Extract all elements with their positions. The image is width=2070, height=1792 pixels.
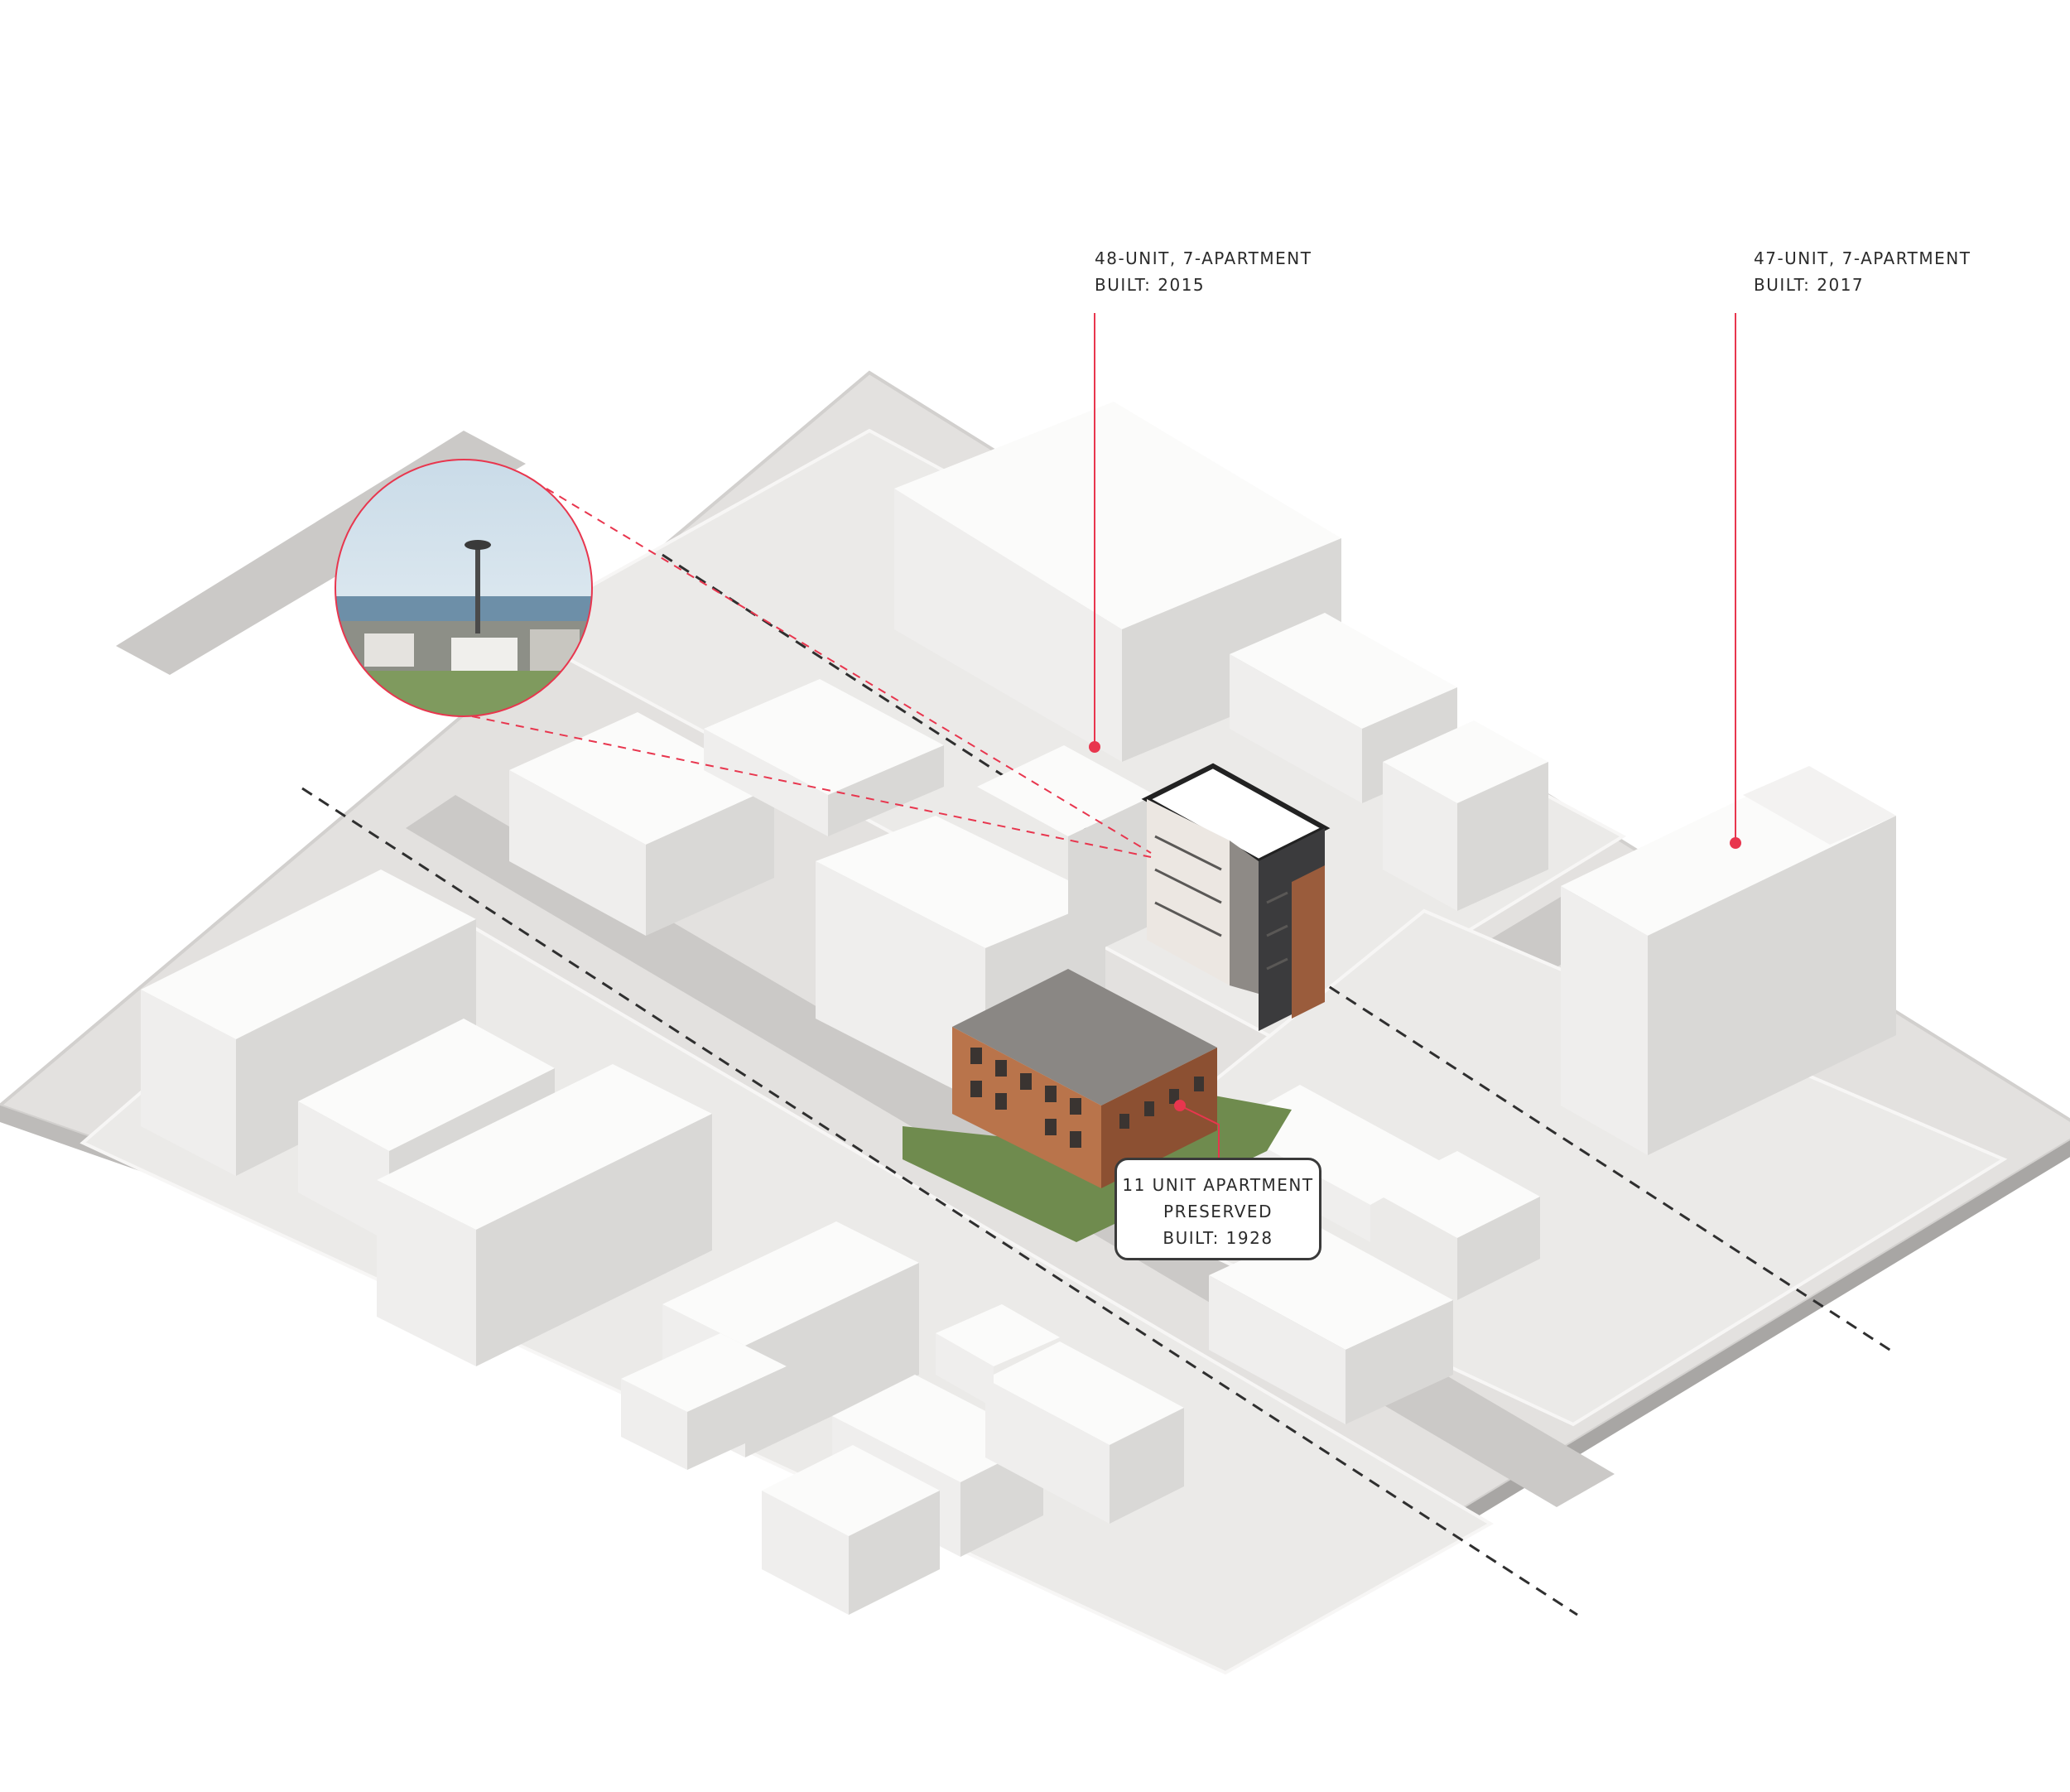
building-block [141, 870, 476, 1176]
building-block [509, 712, 774, 936]
apartment-tower-2015 [1141, 763, 1331, 1031]
building-block [894, 402, 1341, 762]
house [1374, 1151, 1540, 1300]
callout-tower-2017: 47-UNIT, 7-APARTMENT BUILT: 2017 [1754, 245, 1971, 298]
house [985, 1342, 1184, 1524]
building-block [621, 1333, 787, 1470]
building-block [377, 1064, 712, 1366]
callout-leaders [1094, 313, 1736, 1158]
building-block [704, 679, 944, 836]
callout-line: BUILT: 2017 [1754, 275, 1865, 295]
callout-line: PRESERVED [1163, 1202, 1273, 1221]
preserved-apartment-1928 [903, 969, 1292, 1242]
house [762, 1445, 940, 1615]
callout-line: 47-UNIT, 7-APARTMENT [1754, 248, 1971, 268]
callout-line: 48-UNIT, 7-APARTMENT [1095, 248, 1312, 268]
section-lines [301, 553, 1897, 1616]
callout-preserved-box: 11 UNIT APARTMENT PRESERVED BUILT: 1928 [1114, 1158, 1321, 1260]
house [936, 1304, 1060, 1408]
building-block [1383, 720, 1548, 911]
callout-line: 11 UNIT APARTMENT [1122, 1175, 1314, 1195]
building-block-2017 [1561, 766, 1896, 1155]
callout-line: BUILT: 2015 [1095, 275, 1206, 295]
view-sightlines [471, 488, 1152, 858]
callout-dots [1089, 741, 1741, 1111]
callout-tower-2015: 48-UNIT, 7-APARTMENT BUILT: 2015 [1095, 245, 1312, 298]
building-block [977, 745, 1155, 965]
callout-line: BUILT: 1928 [1163, 1228, 1273, 1248]
